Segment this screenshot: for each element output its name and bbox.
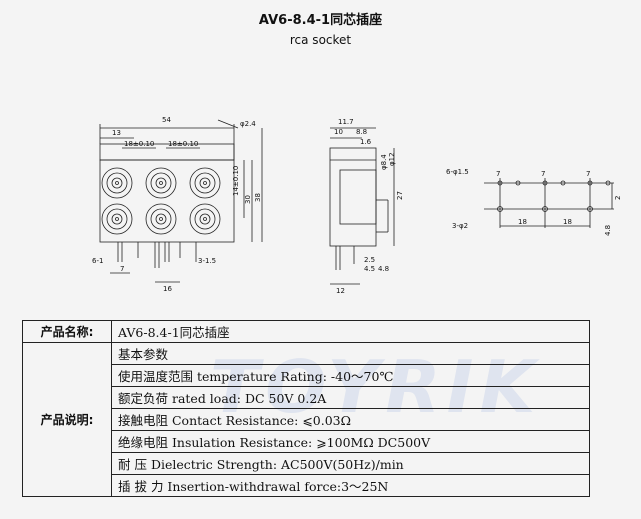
jack-bottom-center: [145, 203, 177, 235]
spec-row-basic: 基本参数: [111, 342, 590, 365]
jack-top-right: [189, 167, 221, 199]
dim-pin-width-a: 6-1: [92, 257, 103, 265]
dim-side-base: 12: [336, 287, 345, 295]
technical-drawing: 54 φ2.4 13 18±0.10 18±0.10 14±0.10 30 38…: [92, 116, 622, 295]
spec-row-temperature: 使用温度范围 temperature Rating: -40～70℃: [111, 364, 590, 387]
dim-side-depth: 11.7: [338, 118, 354, 126]
table-row: 产品说明: 基本参数: [22, 342, 590, 497]
dim-side-height: 27: [396, 191, 404, 200]
dim-height-a: 30: [244, 195, 252, 204]
front-body: [99, 159, 235, 243]
spec-row-contact: 接触电阻 Contact Resistance: ⩽0.03Ω: [111, 408, 590, 431]
jack-top-center: [145, 167, 177, 199]
dim-pitch-b: 18±0.10: [168, 140, 198, 148]
dim-pcb-v2: 4.8: [604, 225, 612, 236]
spec-table: 产品名称: AV6-8.4-1同芯插座 产品说明: 基本参数 使用温度范围 te…: [22, 320, 590, 497]
dim-side-dia-a: φ8.4: [380, 154, 388, 170]
dim-row: 14±0.10: [232, 166, 240, 196]
dim-pcb-hole-a: 6-φ1.5: [446, 168, 469, 176]
table-row: 接触电阻 Contact Resistance: ⩽0.03Ω: [23, 408, 590, 431]
dim-left-offset: 13: [112, 129, 121, 137]
spec-row-dielectric: 耐 压 Dielectric Strength: AC500V(50Hz)/mi…: [111, 452, 590, 475]
side-body: [329, 147, 377, 247]
dim-pitch-a: 18±0.10: [124, 140, 154, 148]
name-label: 产品名称:: [22, 320, 112, 343]
spec-row-insulation: 绝缘电阻 Insulation Resistance: ⩾100MΩ DC500…: [111, 430, 590, 453]
dim-pin-width-b: 3-1.5: [198, 257, 216, 265]
page-subtitle: rca socket: [289, 33, 352, 47]
dim-side-pin-a: 2.5: [364, 256, 375, 264]
jack-top-left: [101, 167, 133, 199]
spec-row-load: 额定负荷 rated load: DC 50V 0.2A: [111, 386, 590, 409]
dim-hole-dia: φ2.4: [240, 120, 256, 128]
dim-width: 54: [162, 116, 171, 124]
dim-side-pin-b: 4.5: [364, 265, 375, 273]
table-row: 产品名称: AV6-8.4-1同芯插座: [22, 320, 590, 343]
dim-side-b: 8.8: [356, 128, 367, 136]
dim-side-dia-b: φ12: [388, 152, 396, 166]
dim-side-c: 1.6: [360, 138, 372, 146]
table-row: 插 拔 力 Insertion-withdrawal force:3～25N: [23, 474, 590, 497]
dim-pcb-s2: 7: [541, 170, 545, 178]
jack-bottom-right: [189, 203, 221, 235]
dim-pcb-s1: 7: [496, 170, 500, 178]
jack-bottom-left: [101, 203, 133, 235]
dim-pcb-s4: 18: [518, 218, 527, 226]
table-row: 耐 压 Dielectric Strength: AC500V(50Hz)/mi…: [23, 452, 590, 475]
desc-label: 产品说明:: [22, 342, 112, 497]
dim-pcb-s3: 7: [586, 170, 590, 178]
dim-pin-offset: 16: [163, 285, 172, 293]
front-top-rim: [99, 143, 235, 161]
spec-row-force: 插 拔 力 Insertion-withdrawal force:3～25N: [111, 474, 590, 497]
table-row: 使用温度范围 temperature Rating: -40～70℃: [23, 364, 590, 387]
dim-pcb-s5: 18: [563, 218, 572, 226]
page-title: AV6-8.4-1同芯插座: [258, 13, 383, 28]
dim-pin-pitch: 7: [120, 265, 124, 273]
name-value: AV6-8.4-1同芯插座: [111, 320, 590, 343]
dim-side-pin-c: 4.8: [378, 265, 389, 273]
dim-pcb-v1: 2: [614, 196, 622, 200]
dim-pcb-hole-b: 3-φ2: [452, 222, 468, 230]
dim-side-a: 10: [334, 128, 343, 136]
dim-height-b: 38: [254, 193, 262, 202]
